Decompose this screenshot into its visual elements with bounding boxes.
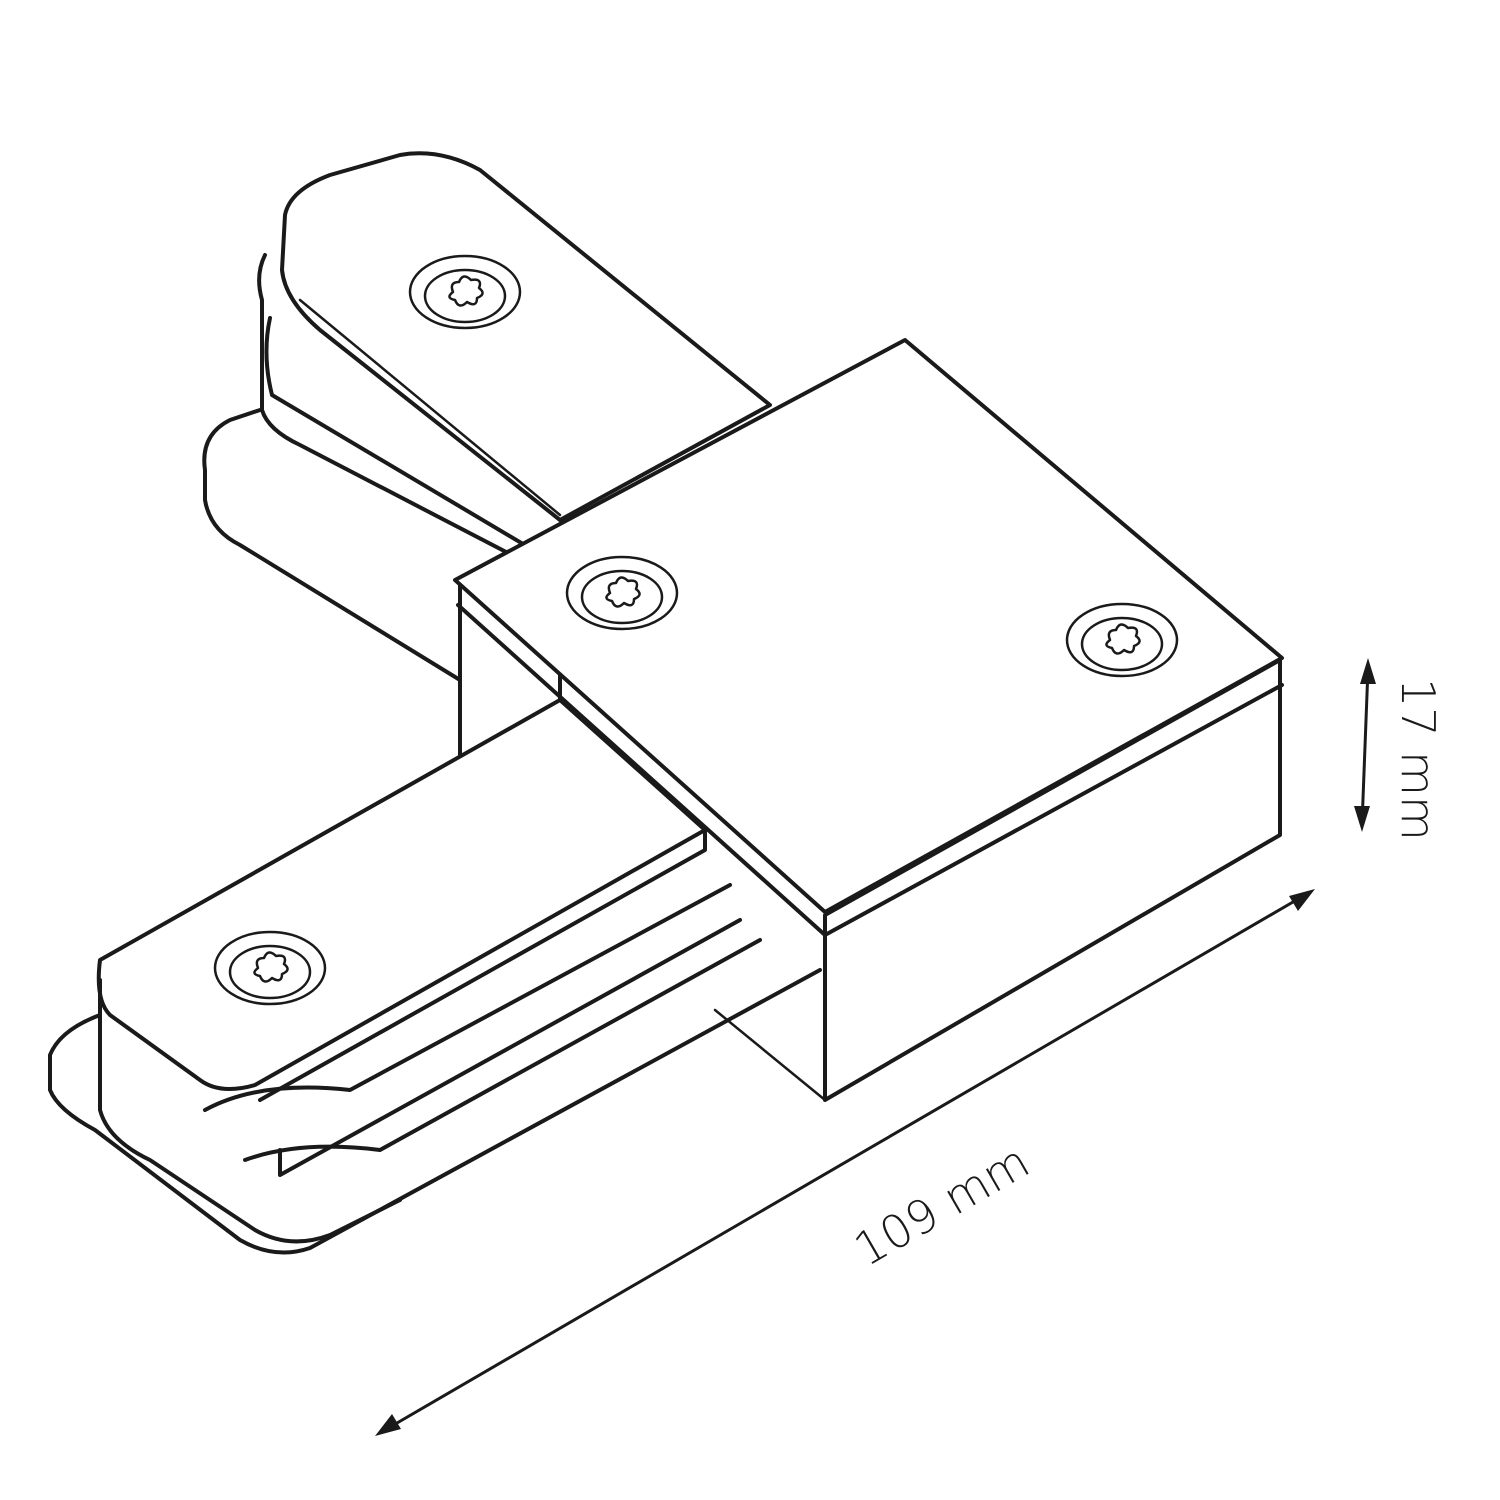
center-block [453,338,1284,1102]
height-dimension-arrow [1354,658,1376,832]
height-dimension-label: 17 mm [1391,678,1445,841]
lower-arm [48,698,827,1255]
upper-arm [202,151,772,682]
screws [213,254,1179,1006]
screw-icon [213,930,327,1006]
screw-icon [565,555,679,631]
length-dimension-arrow [375,889,1315,1436]
screw-icon [1065,602,1179,678]
screw-icon [408,254,522,330]
